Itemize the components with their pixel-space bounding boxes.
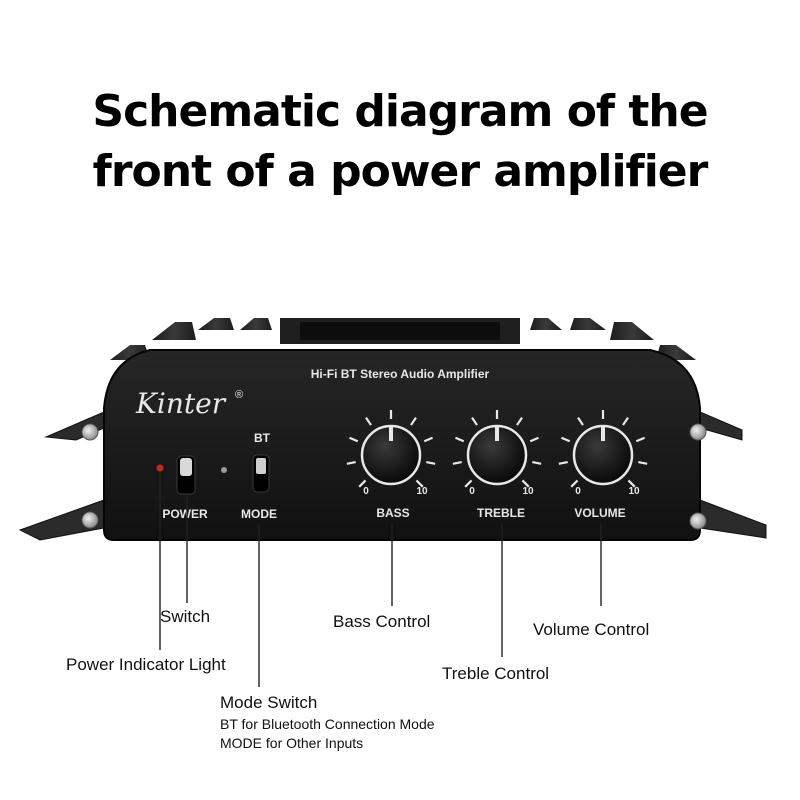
model-text: Hi-Fi BT Stereo Audio Amplifier [311, 367, 490, 381]
treble-knob-group[interactable]: 0 10 TREBLE [452, 410, 542, 520]
knob-scale-tick [471, 416, 478, 426]
brand-registered-mark: ® [235, 389, 243, 401]
knob-scale-tick [532, 460, 542, 465]
mode-label: MODE [241, 507, 277, 521]
mode-switch-note-bt: BT for Bluetooth Connection Mode [220, 716, 435, 732]
power-indicator-callout: Power Indicator Light [66, 655, 226, 674]
switch-callout: Switch [160, 607, 211, 626]
bass-control-callout: Bass Control [333, 612, 431, 631]
knob-scale-tick [521, 479, 530, 488]
mode-switch[interactable] [252, 454, 270, 493]
heatsink-fins [110, 318, 696, 360]
right-upper-flange [699, 411, 743, 441]
diagram-title-line-1: Schematic diagram of the [92, 86, 708, 137]
knob-scale-tick [577, 416, 584, 426]
treble-min-label: 0 [469, 486, 475, 497]
knob-scale-tick [349, 436, 359, 443]
volume-knob-group[interactable]: 0 10 VOLUME [558, 410, 648, 520]
volume-label: VOLUME [574, 506, 625, 520]
knob-scale-tick [346, 460, 356, 465]
knob-scale-tick [410, 416, 417, 426]
power-indicator-light [156, 464, 164, 472]
mode-switch-callout: Mode Switch [220, 693, 318, 712]
mode-switch-note-mode: MODE for Other Inputs [220, 735, 364, 751]
mode-indicator-light [221, 467, 227, 473]
knob-scale-tick [638, 460, 648, 465]
brand-logo: Kinter [135, 387, 227, 420]
knob-scale-tick [423, 436, 433, 443]
power-label: POWER [162, 507, 208, 521]
knob-scale-tick [365, 416, 372, 426]
volume-min-label: 0 [575, 486, 581, 497]
power-switch[interactable] [176, 455, 196, 495]
bt-label: BT [254, 431, 271, 445]
knob-scale-tick [464, 479, 473, 488]
knob-scale-tick [570, 479, 579, 488]
knob-scale-tick [622, 416, 629, 426]
treble-max-label: 10 [522, 486, 534, 497]
volume-max-label: 10 [628, 486, 640, 497]
bass-max-label: 10 [416, 486, 428, 497]
diagram-title-line-2: front of a power amplifier [92, 146, 709, 197]
right-lower-flange [699, 499, 767, 539]
knob-scale-tick [426, 460, 436, 465]
bass-label: BASS [376, 506, 409, 520]
treble-control-callout: Treble Control [442, 664, 550, 683]
knob-scale-tick [452, 460, 462, 465]
knob-scale-tick [358, 479, 367, 488]
bass-knob-group[interactable]: 0 10 BASS [346, 410, 436, 520]
knob-scale-tick [627, 479, 636, 488]
knob-scale-tick [529, 436, 539, 443]
knob-scale-tick [415, 479, 424, 488]
leader-lines [159, 472, 602, 687]
volume-control-callout: Volume Control [533, 620, 650, 639]
screw-icon [81, 423, 707, 530]
bass-min-label: 0 [363, 486, 369, 497]
knob-scale-tick [561, 436, 571, 443]
knob-scale-tick [635, 436, 645, 443]
treble-label: TREBLE [477, 506, 525, 520]
knob-scale-tick [516, 416, 523, 426]
knob-scale-tick [455, 436, 465, 443]
knob-scale-tick [558, 460, 568, 465]
